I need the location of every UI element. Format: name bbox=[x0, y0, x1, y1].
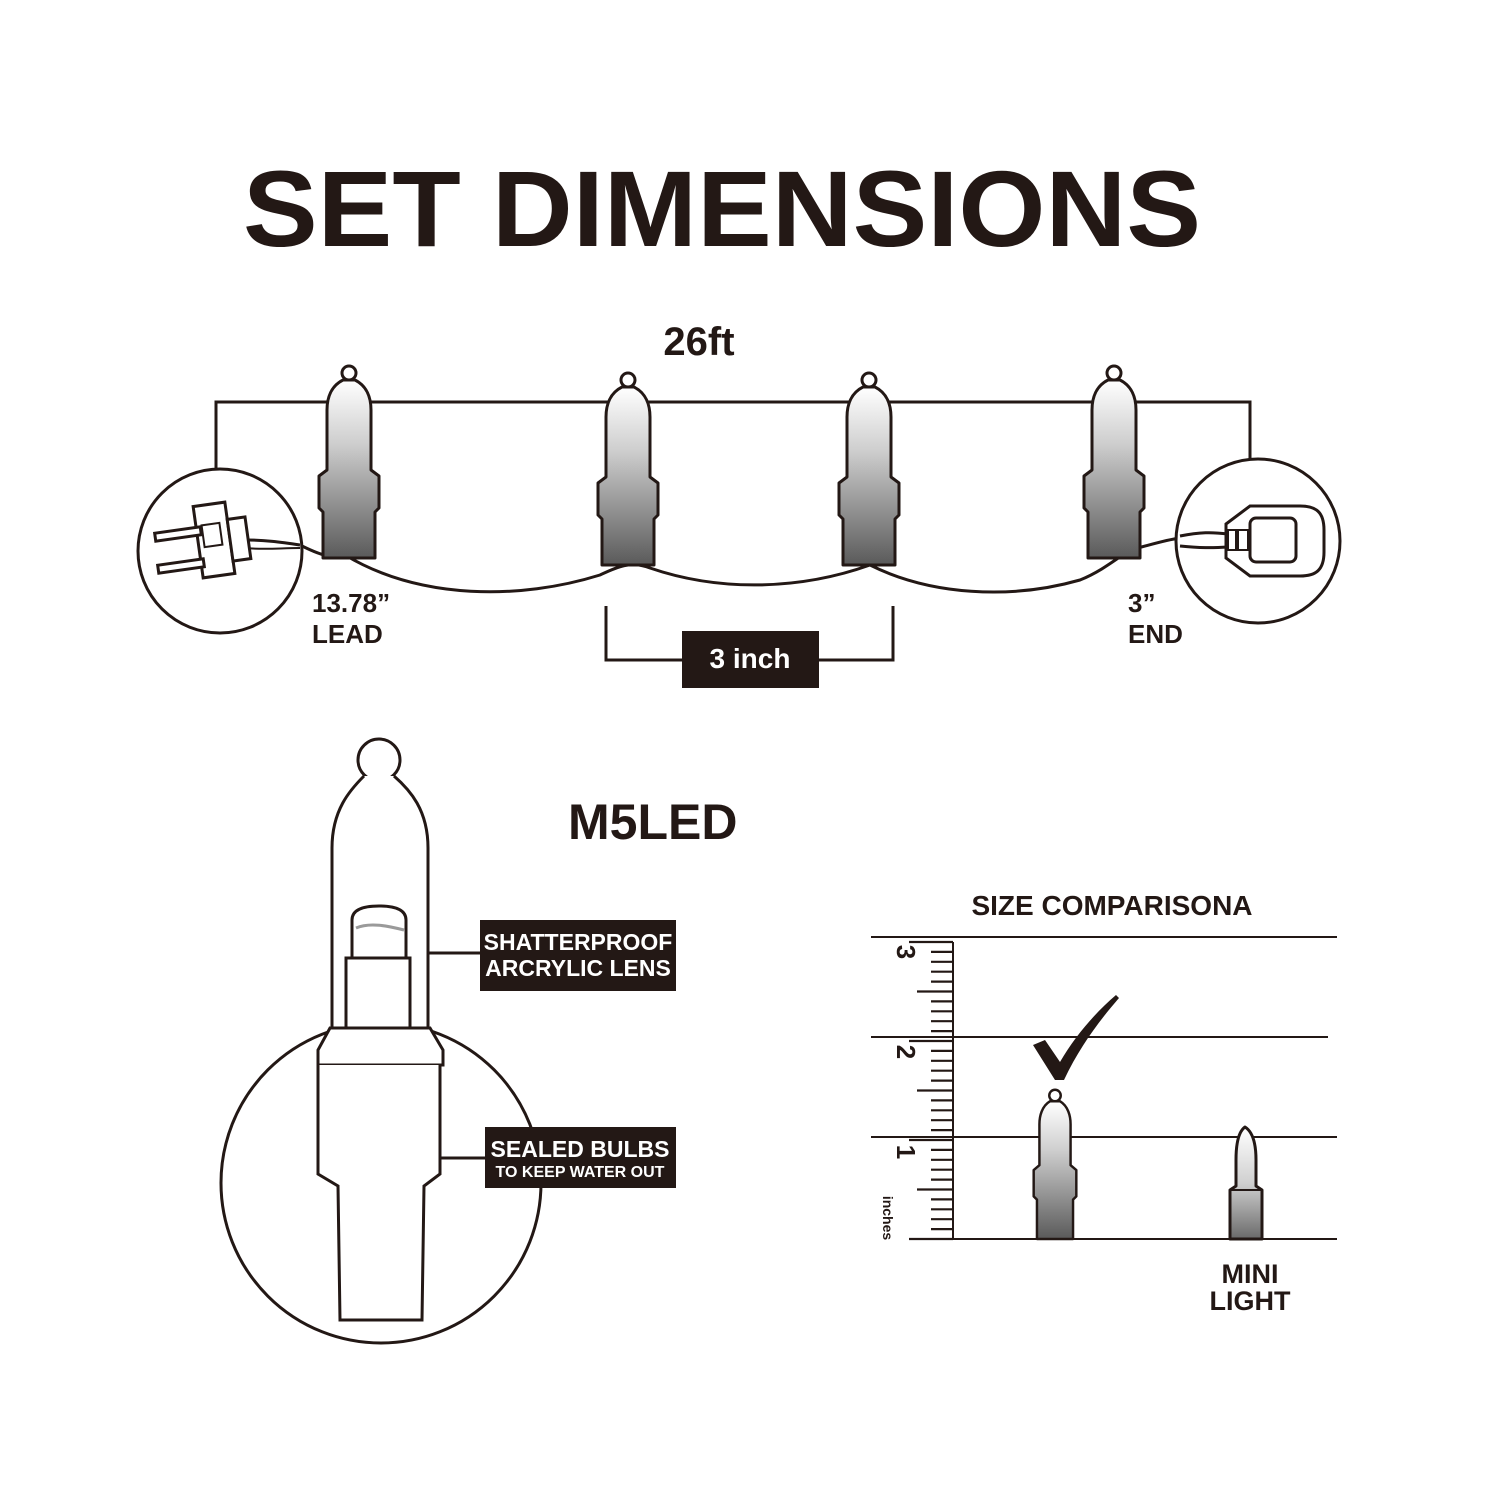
mini-light-line1: MINI bbox=[1222, 1259, 1279, 1289]
string-wire bbox=[299, 536, 1181, 594]
m5-bulb-comparison bbox=[1032, 1088, 1078, 1241]
spacing-badge bbox=[682, 631, 819, 688]
length-bracket bbox=[214, 400, 1252, 470]
ruler bbox=[909, 940, 954, 1241]
end-label: END bbox=[1128, 619, 1183, 649]
string-length-label: 26ft bbox=[663, 320, 734, 364]
svg-text:inches: inches bbox=[880, 1196, 896, 1241]
ruler-tick-label-3: 3 bbox=[891, 945, 921, 959]
connector-icon bbox=[1174, 457, 1342, 625]
check-icon bbox=[1033, 995, 1119, 1080]
lens-callout-line1: SHATTERPROOF bbox=[484, 929, 673, 955]
svg-text:1: 1 bbox=[891, 1145, 921, 1159]
string-bulb-4 bbox=[1082, 364, 1146, 560]
comparison-title: SIZE COMPARISONA bbox=[971, 890, 1252, 921]
sealed-callout-line2: TO KEEP WATER OUT bbox=[496, 1164, 665, 1181]
sealed-callout bbox=[485, 1127, 676, 1188]
mini-light-line2: LIGHT bbox=[1210, 1286, 1291, 1316]
ruler-unit: inches bbox=[880, 1196, 896, 1241]
lead-value: 13.78” bbox=[312, 588, 390, 618]
string-bulb-3 bbox=[837, 371, 901, 567]
page-title: SET DIMENSIONS bbox=[243, 148, 1201, 269]
string-bulb-1 bbox=[317, 364, 381, 560]
bulb-detail bbox=[316, 737, 445, 1322]
sealed-callout-line1: SEALED BULBS bbox=[491, 1136, 670, 1162]
string-bulb-2 bbox=[596, 371, 660, 567]
lens-callout bbox=[480, 920, 676, 991]
mini-light-bulb bbox=[1228, 1125, 1264, 1241]
svg-text:2: 2 bbox=[891, 1045, 921, 1059]
plug-icon bbox=[136, 467, 304, 635]
lens-callout-line2: ARCRYLIC LENS bbox=[485, 955, 671, 981]
lead-label: LEAD bbox=[312, 619, 383, 649]
ruler-tick-label-2: 2 bbox=[891, 1045, 921, 1059]
spacing-label: 3 inch bbox=[710, 643, 791, 674]
end-value: 3” bbox=[1128, 588, 1155, 618]
svg-text:3: 3 bbox=[891, 945, 921, 959]
bulb-model: M5LED bbox=[568, 794, 737, 850]
ruler-tick-label-1: 1 bbox=[891, 1145, 921, 1159]
